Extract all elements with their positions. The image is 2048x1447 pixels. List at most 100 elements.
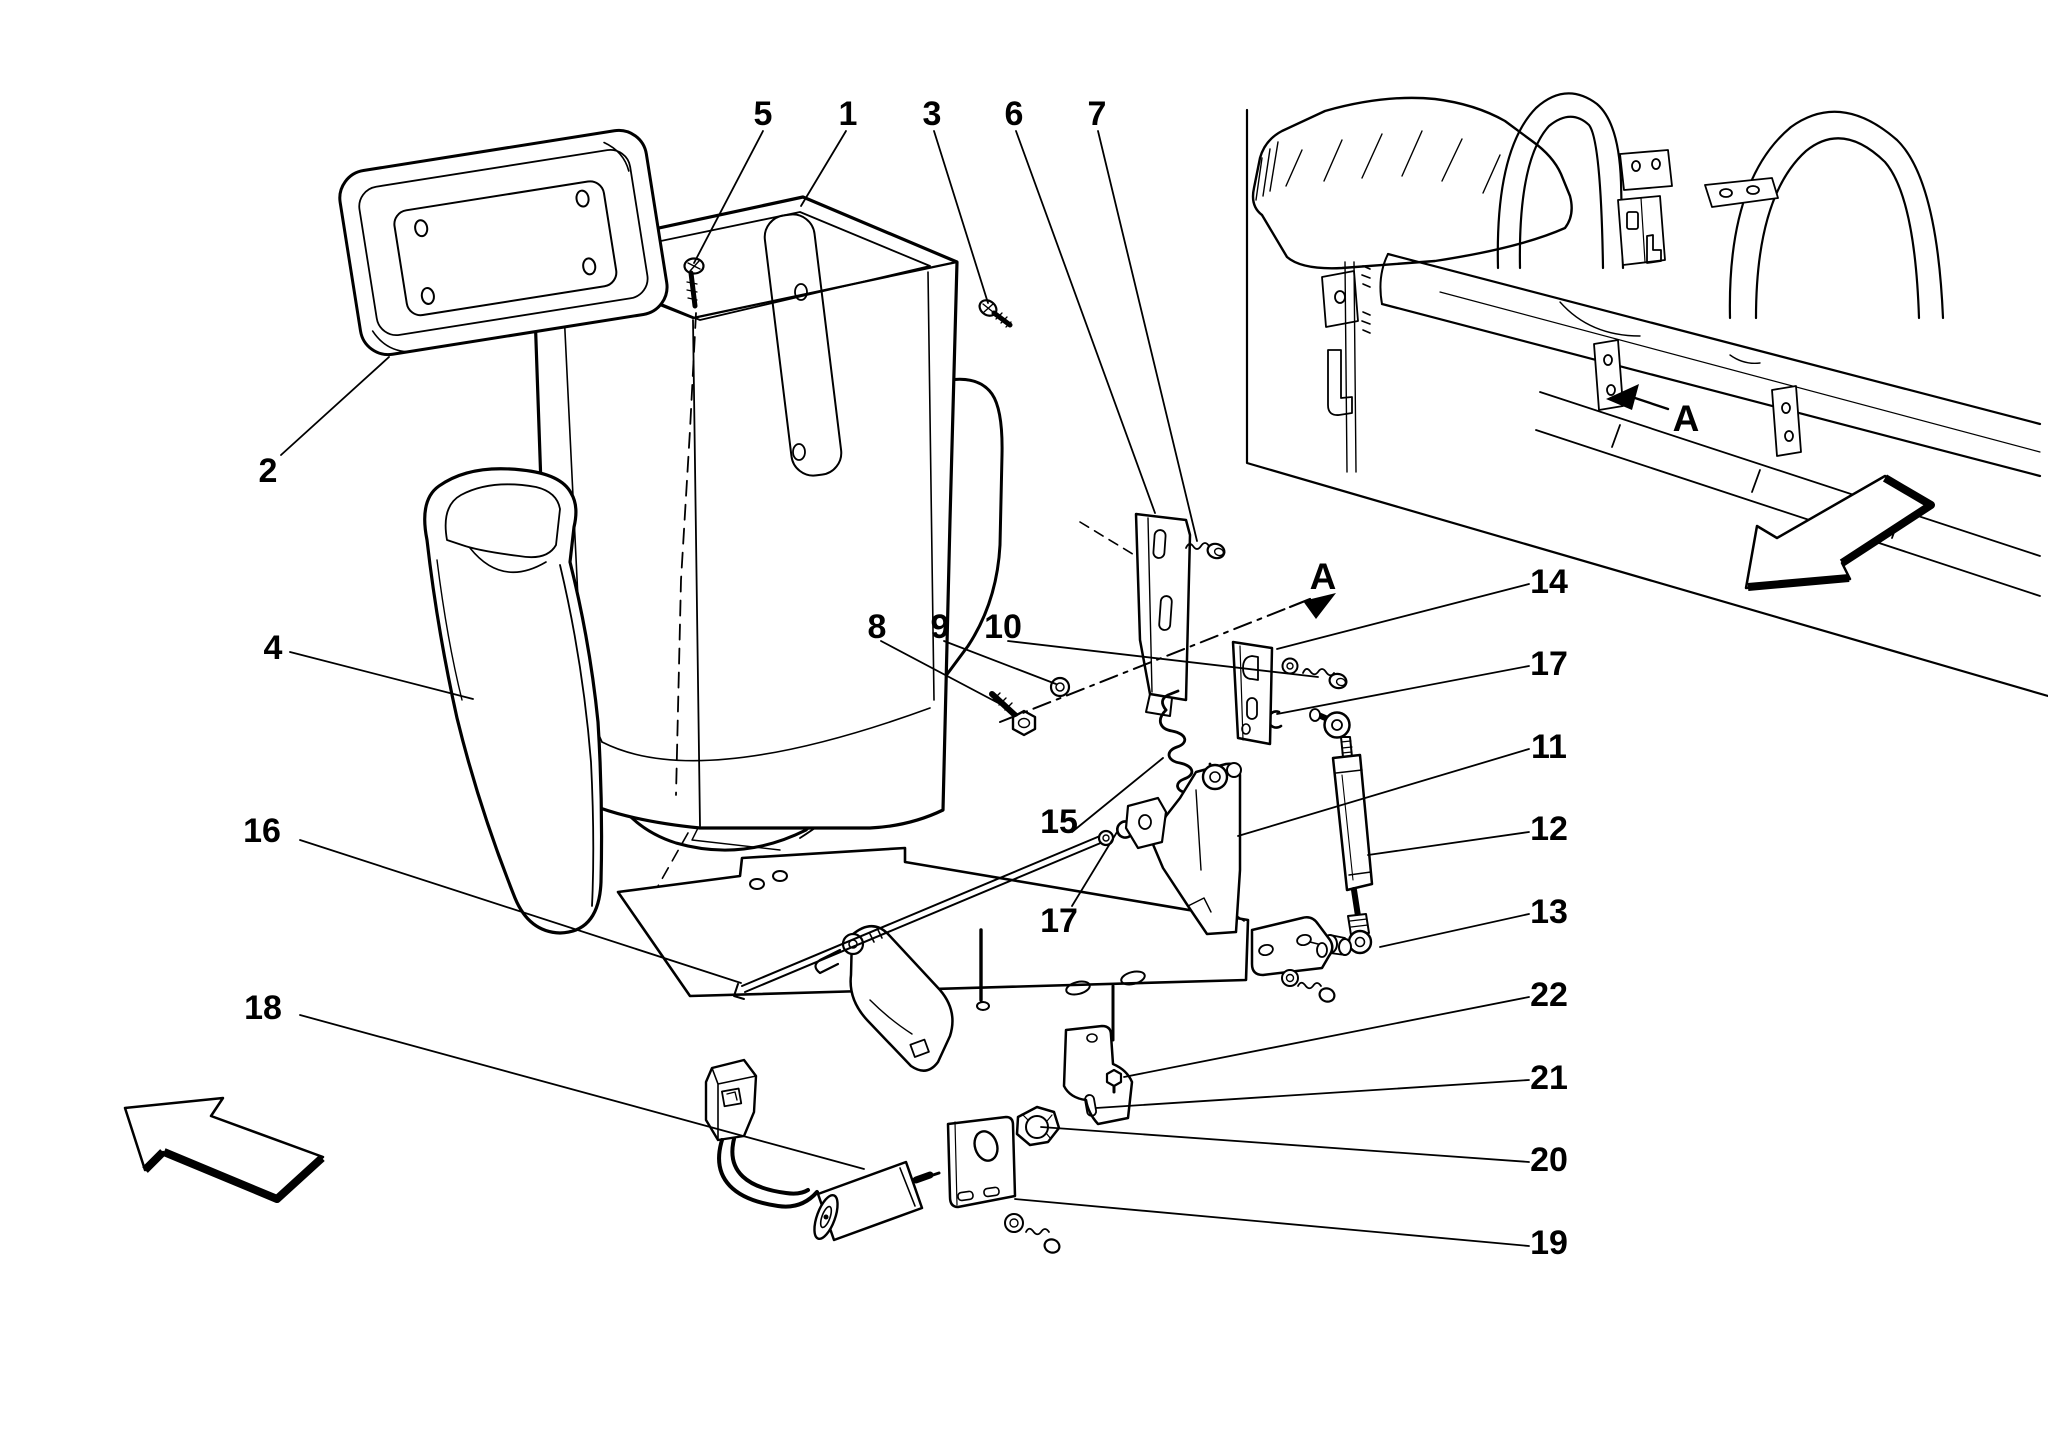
bracket-6-shape [1158,595,1173,631]
floor-mount-plate-shape [1120,970,1146,986]
callout-number-8: 8 [868,608,887,646]
screw-19-thread [1025,1227,1050,1236]
ring-nut-20 [1015,1105,1061,1147]
solenoid-18-shape [721,1087,743,1108]
pivot-plate-11 [1124,710,1283,936]
leader-line-12 [1367,831,1530,856]
console-trim-shape [436,559,463,701]
leader-line-5 [693,130,764,264]
bolt-8 [989,691,1037,737]
inset-bulkhead-panel [1251,96,1573,270]
callout-number-13: 13 [1530,893,1568,931]
solenoid-18-shape [823,1214,829,1220]
screw-5-shape [686,281,698,301]
bracket-6-shape [1145,693,1173,717]
inset-bulkhead-hatching-shape [1269,141,1279,192]
callout-number-16: 16 [243,812,281,850]
callout-number-10: 10 [984,608,1022,646]
view-label-A-0: A [1310,556,1337,597]
leader-line-13 [1379,913,1530,948]
inset-roll-hoop-left [1496,92,1625,270]
inset-bulkhead-hatching-shape [1361,133,1383,179]
release-rod-16 [733,820,1132,1000]
view-label-A-1: A [1673,398,1700,439]
glovebox-bucket-shape [601,707,931,762]
strut-rod [1351,887,1361,919]
washer-14 [1281,657,1299,675]
inset-brackets-shape [1626,211,1639,230]
floor-mount-plate [616,846,1250,1042]
bracket-6 [1079,512,1192,717]
callout-number-5: 5 [754,95,773,133]
screw-5 [675,257,705,796]
glovebox-lid-shape [358,148,649,337]
leader-line-14 [1276,583,1530,650]
screw-13-thread [1297,981,1322,990]
inset-brackets-shape [1603,354,1613,366]
screw-3 [978,299,1013,328]
inset-brackets-shape [1606,384,1616,396]
screw-3-shape [982,303,994,313]
rod-clip-17 [1116,820,1132,839]
callout-number-9: 9 [931,608,950,646]
leader-line-17 [1276,665,1530,715]
inset-brackets-shape [1781,402,1791,414]
inset-A-pointer-shape [1630,395,1670,411]
screw-3-shape [995,312,1012,328]
inset-brackets-shape [1327,349,1353,416]
washer-9-shape [1055,682,1065,692]
pivot-plate-11-shape [1209,771,1221,783]
main-A-pointer-shape [999,606,1291,723]
pivot-plate-11-shape [1187,897,1212,913]
leader-line-18 [299,1014,865,1170]
glovebox-bucket-shape [927,271,935,701]
bracket-6-shape [1079,521,1137,557]
solenoid-18-shape [726,1091,738,1101]
main-direction-arrow-shape [142,1148,325,1203]
inset-bulkhead-hatching-shape [1441,138,1463,182]
latch-lever-shape [869,999,913,1035]
pivot-pin-boss [1201,763,1229,791]
floor-mount-plate-shape [749,878,765,890]
inset-sill-beam-shape [1751,469,1761,493]
washer-13 [1281,969,1299,987]
main-A-pointer [999,593,1336,723]
latch-lever-shape [909,1038,930,1058]
bracket-19-shape [954,1121,958,1206]
main-A-arrowhead [1303,593,1336,619]
spring-15-shape [1161,689,1180,712]
callout-number-19: 19 [1530,1224,1568,1262]
release-rod-16-shape [1102,834,1110,842]
solenoid-wire-2 [730,1137,810,1196]
bracket-13-shape [1258,943,1274,957]
callout-number-6: 6 [1005,95,1024,133]
inset-bulkhead-hatching [1255,130,1501,201]
ring-nut-20-shape [1021,1113,1053,1140]
glovebox-lid-shape [603,141,630,172]
inset-cross-beam-shape [1380,302,2042,478]
inset-bulkhead-hatching-shape [1482,154,1501,194]
bracket-19-shape [973,1130,999,1162]
leader-line-22 [1123,996,1530,1078]
bracket-6-shape [1134,512,1192,702]
callout-number-11: 11 [1531,728,1567,766]
inset-roll-hoop-right-shape [1728,110,1945,320]
bucket-screw-hole-lower [792,443,806,461]
pivot-pin-head [1226,762,1242,778]
inset-brackets-shape [1640,197,1646,263]
bracket-14-shape [1239,645,1244,741]
bolt-8-shape [1017,717,1031,729]
screw-7 [1185,542,1226,560]
leader-line-11 [1237,748,1530,837]
bracket-19-shape [983,1186,1000,1198]
inset-brackets-shape [1361,265,1371,288]
glovebox-lid-shape [575,189,590,208]
bracket-13-shape [1316,942,1328,958]
inset-sill-beam [1535,391,2041,597]
console-trim-shape [469,547,547,574]
rod-ear-bracket [1124,796,1168,850]
